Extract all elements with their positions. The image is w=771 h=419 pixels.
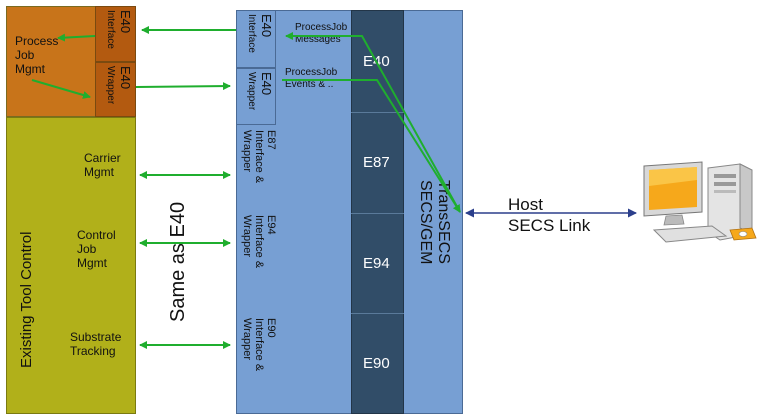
standards-column [351, 10, 404, 414]
standard-e94-label: E94 [363, 255, 390, 272]
standard-e94-cell: E94 [351, 214, 404, 314]
arrow-secs-to-messages [285, 32, 461, 213]
left-e40-interface-box: E40 Interface [95, 6, 136, 62]
arrow-interface-to-processjob [57, 33, 96, 42]
arrow-events-to-secs [282, 79, 461, 213]
arrow-processjob-to-wrapper [31, 79, 91, 99]
mid-e40-interface-box: E40 Interface [236, 10, 276, 68]
arrow-left-wrapper-to-mid-wrapper [135, 82, 231, 91]
processjob-messages-label: ProcessJob Messages [295, 22, 348, 45]
processjob-events-label: ProcessJob Events & .. [285, 67, 338, 90]
left-e40-wrapper-box: E40 Wrapper [95, 62, 136, 117]
carrier-mgmt-label: Carrier Mgmt [84, 151, 121, 179]
process-job-label: Process Job Mgmt [15, 34, 59, 76]
standard-e90-label: E90 [363, 355, 390, 372]
mid-e40-wrapper-box: E40 Wrapper [236, 68, 276, 125]
standard-e87-cell: E87 [351, 113, 404, 214]
secs-link-label: SECS Link [508, 216, 591, 235]
standard-e90-cell: E90 [351, 314, 404, 414]
substrate-tracking-label: Substrate Tracking [70, 330, 122, 358]
existing-tool-control-region: Existing Tool Control Carrier Mgmt Contr… [6, 117, 136, 414]
standard-e87-label: E87 [363, 154, 390, 171]
host-computer-icon [643, 161, 757, 243]
control-job-mgmt-label: Control Job Mgmt [77, 228, 116, 270]
transsecs-panel [236, 10, 463, 414]
